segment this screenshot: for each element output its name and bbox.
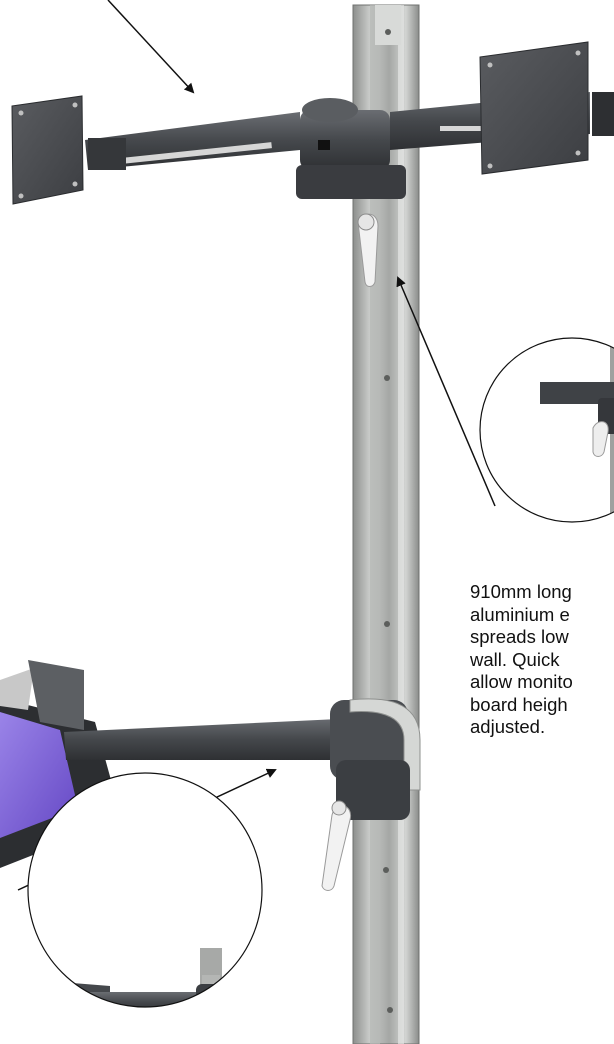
caption-line: allow monito (470, 671, 573, 692)
caption-line: aluminium e (470, 603, 570, 625)
caption-line: spreads low (470, 626, 569, 647)
description-caption: 910mm long aluminium e spreads low wall.… (470, 581, 614, 739)
detail-circle-upper (479, 337, 614, 523)
caption-line: wall. Quick (470, 648, 560, 670)
keyboard-arm (0, 660, 421, 891)
caption-line: board heigh (470, 693, 568, 715)
detail-circle-lower (27, 772, 263, 1008)
caption-line: 910mm long (470, 581, 572, 602)
caption-line: adjusted. (470, 716, 546, 737)
dual-monitor-arm (11, 41, 614, 287)
